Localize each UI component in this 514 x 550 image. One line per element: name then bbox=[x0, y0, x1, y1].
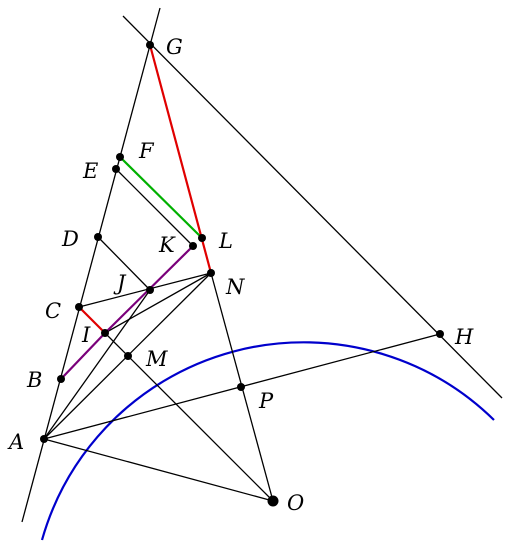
point-F bbox=[116, 153, 124, 161]
point-K bbox=[189, 242, 197, 250]
label-A: A bbox=[7, 430, 24, 454]
segment-AJ bbox=[43, 289, 151, 440]
circle-arc bbox=[40, 341, 495, 541]
point-N bbox=[207, 269, 215, 277]
label-G: G bbox=[166, 35, 183, 59]
point-H bbox=[436, 330, 444, 338]
segment-IN bbox=[104, 272, 212, 334]
label-F: F bbox=[138, 139, 155, 163]
point-O bbox=[267, 495, 279, 507]
label-I: I bbox=[81, 323, 91, 347]
point-B bbox=[57, 375, 65, 383]
label-M: M bbox=[145, 347, 168, 371]
label-B: B bbox=[26, 368, 42, 392]
point-D bbox=[94, 233, 102, 241]
segment-BI-purple bbox=[60, 332, 106, 380]
label-L: L bbox=[218, 229, 233, 253]
point-G bbox=[146, 41, 154, 49]
point-E bbox=[112, 165, 120, 173]
label-J: J bbox=[113, 271, 127, 295]
label-K: K bbox=[158, 233, 176, 257]
segment-IO bbox=[104, 332, 274, 502]
point-P bbox=[237, 383, 245, 391]
label-C: C bbox=[45, 299, 61, 323]
segment-FL-green bbox=[119, 156, 203, 239]
segment-DJ bbox=[97, 236, 151, 291]
label-O: O bbox=[287, 491, 304, 515]
segment-AO bbox=[43, 438, 274, 502]
segment-CN bbox=[78, 272, 212, 308]
point-A bbox=[40, 435, 48, 443]
label-P: P bbox=[258, 389, 274, 413]
segment-CI-red bbox=[78, 306, 106, 334]
label-N: N bbox=[225, 275, 245, 299]
label-E: E bbox=[82, 159, 98, 183]
label-D: D bbox=[61, 227, 79, 251]
point-J bbox=[146, 286, 154, 294]
line-GH bbox=[122, 15, 503, 399]
label-H: H bbox=[454, 325, 474, 349]
segment-EK bbox=[115, 168, 194, 247]
point-I bbox=[101, 329, 109, 337]
point-M bbox=[124, 352, 132, 360]
point-C bbox=[75, 303, 83, 311]
point-L bbox=[198, 234, 206, 242]
